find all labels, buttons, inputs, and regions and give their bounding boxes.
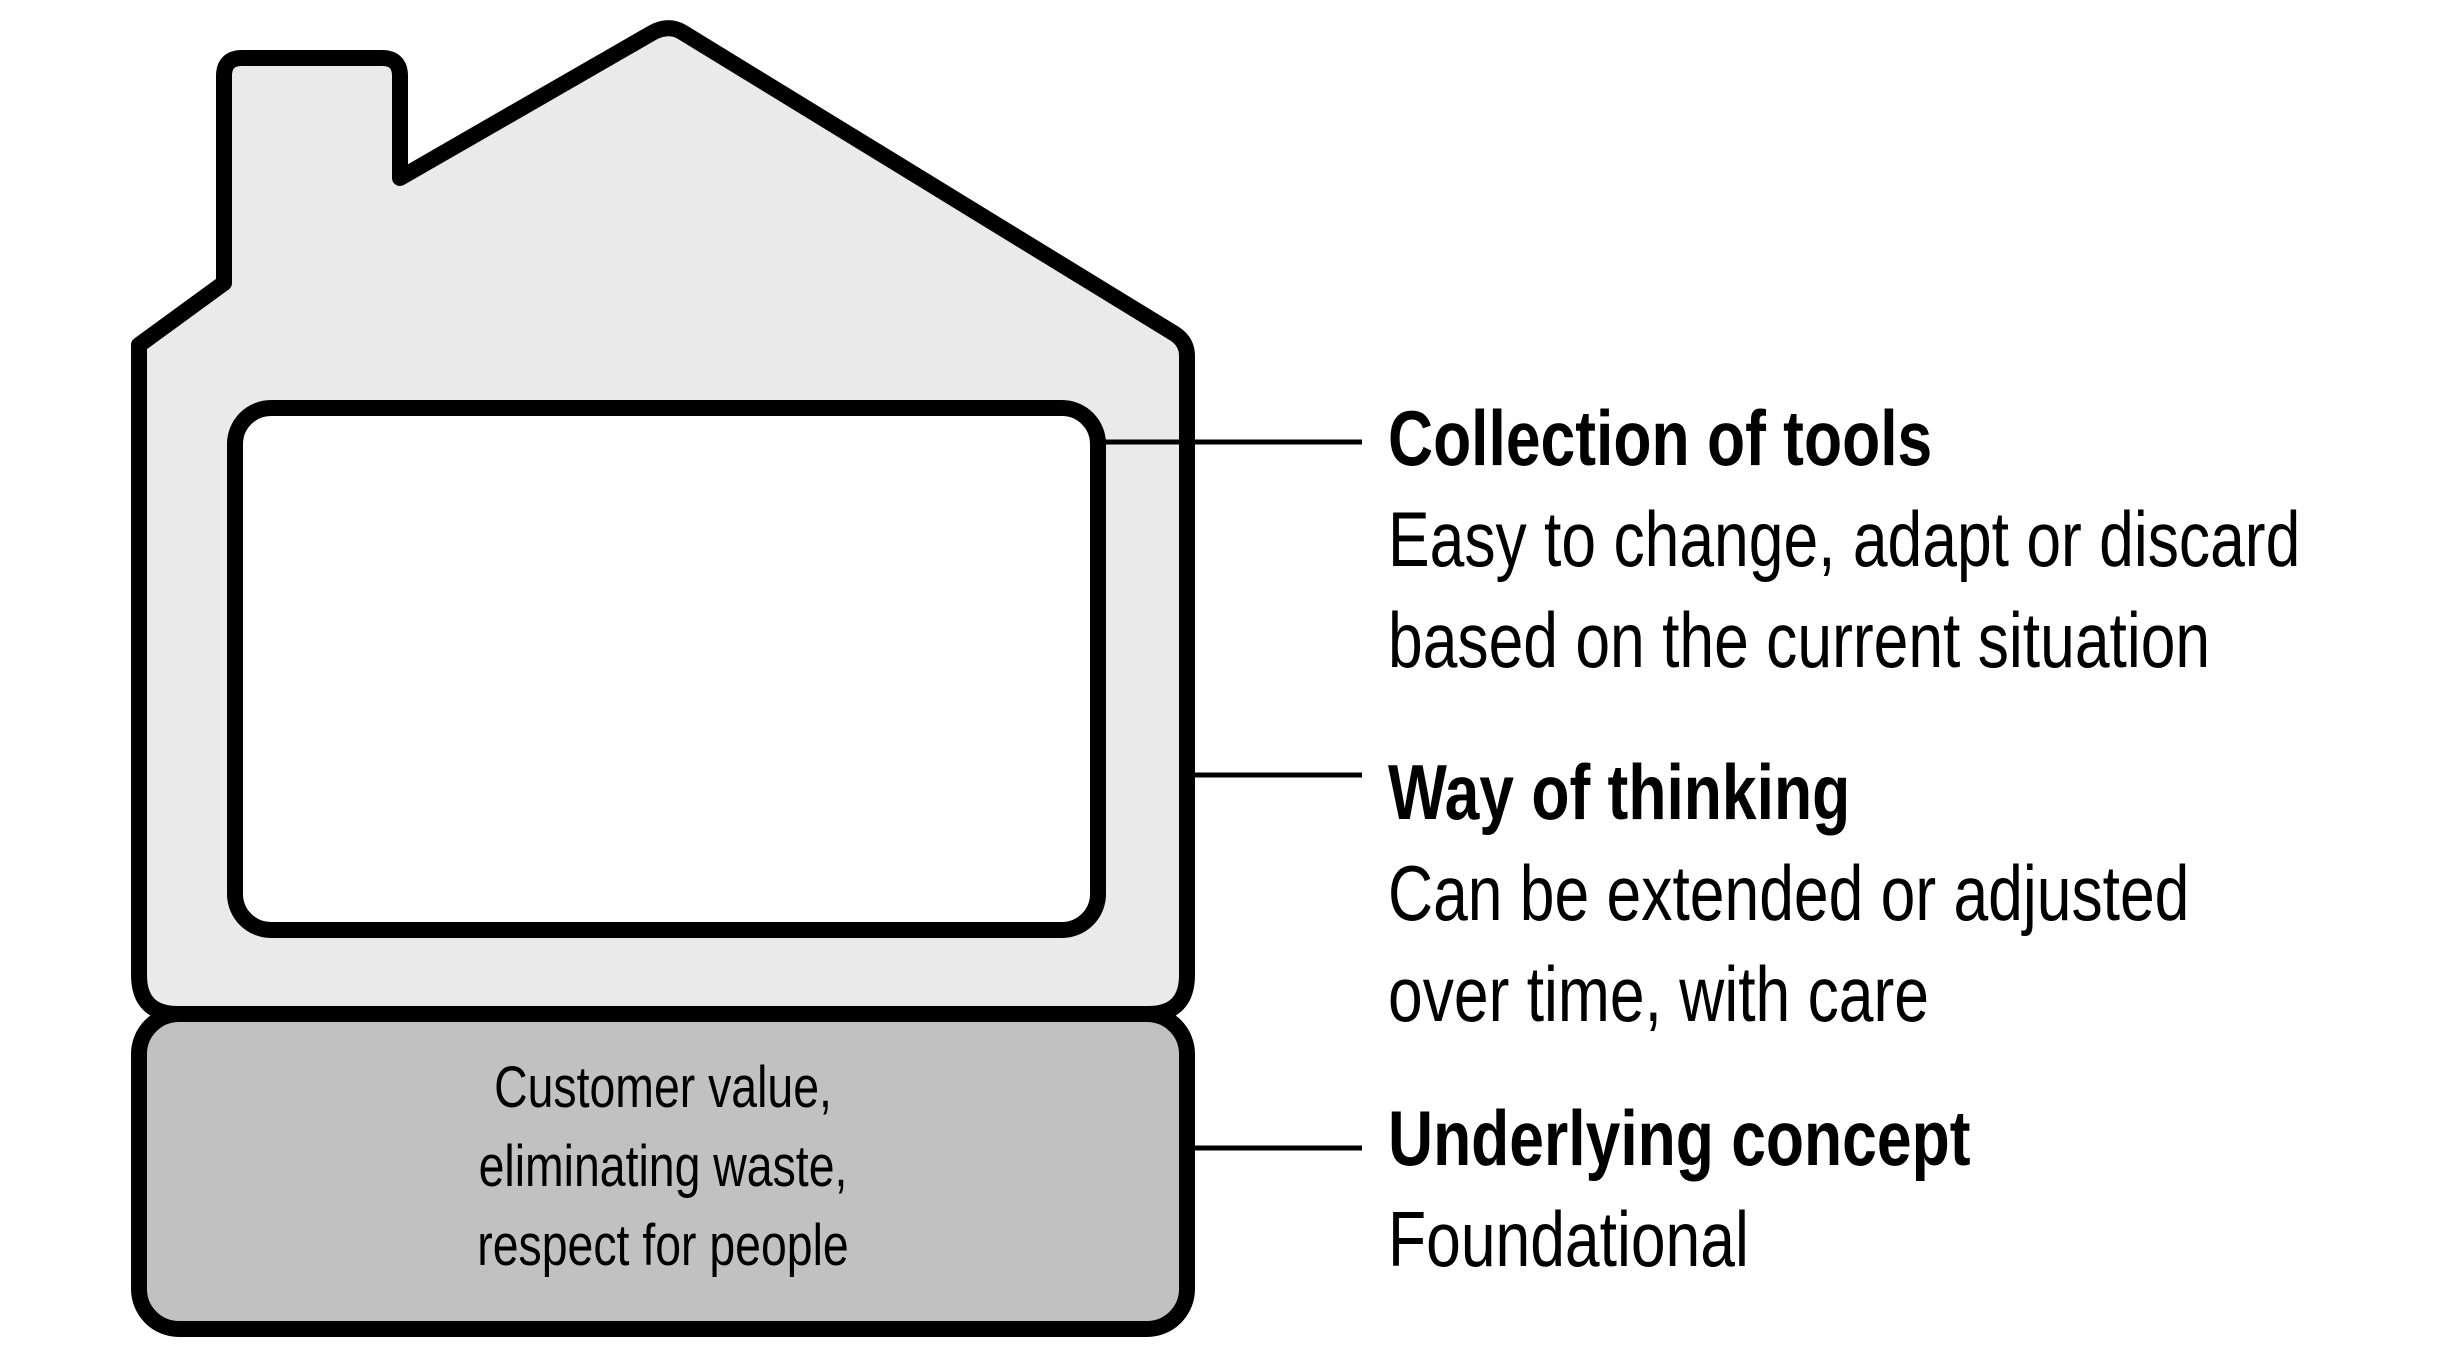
foundation-shape xyxy=(131,1006,1195,1337)
annotation-heading: Way of thinking xyxy=(1388,748,1851,836)
annotation-collection-of-tools: Collection of tools Easy to change, adap… xyxy=(1388,388,2428,691)
tools-box-shape xyxy=(227,400,1106,938)
annotation-line: Can be extended or adjusted xyxy=(1388,849,2190,937)
annotation-line: based on the current situation xyxy=(1388,596,2211,684)
annotation-line: over time, with care xyxy=(1388,950,1929,1038)
foundation-caption-line: eliminating waste, xyxy=(478,1134,848,1199)
annotation-way-of-thinking: Way of thinking Can be extended or adjus… xyxy=(1388,742,2428,1045)
foundation-caption-line: Customer value, xyxy=(494,1055,832,1120)
annotation-heading: Collection of tools xyxy=(1388,394,1933,482)
annotation-line: Easy to change, adapt or discard xyxy=(1388,495,2301,583)
foundation-caption: Customer value, eliminating waste, respe… xyxy=(244,1048,1082,1285)
annotation-heading: Underlying concept xyxy=(1388,1094,1971,1182)
foundation-caption-line: respect for people xyxy=(477,1213,849,1278)
annotation-line: Foundational xyxy=(1388,1195,1749,1283)
annotation-underlying-concept: Underlying concept Foundational xyxy=(1388,1088,2428,1290)
